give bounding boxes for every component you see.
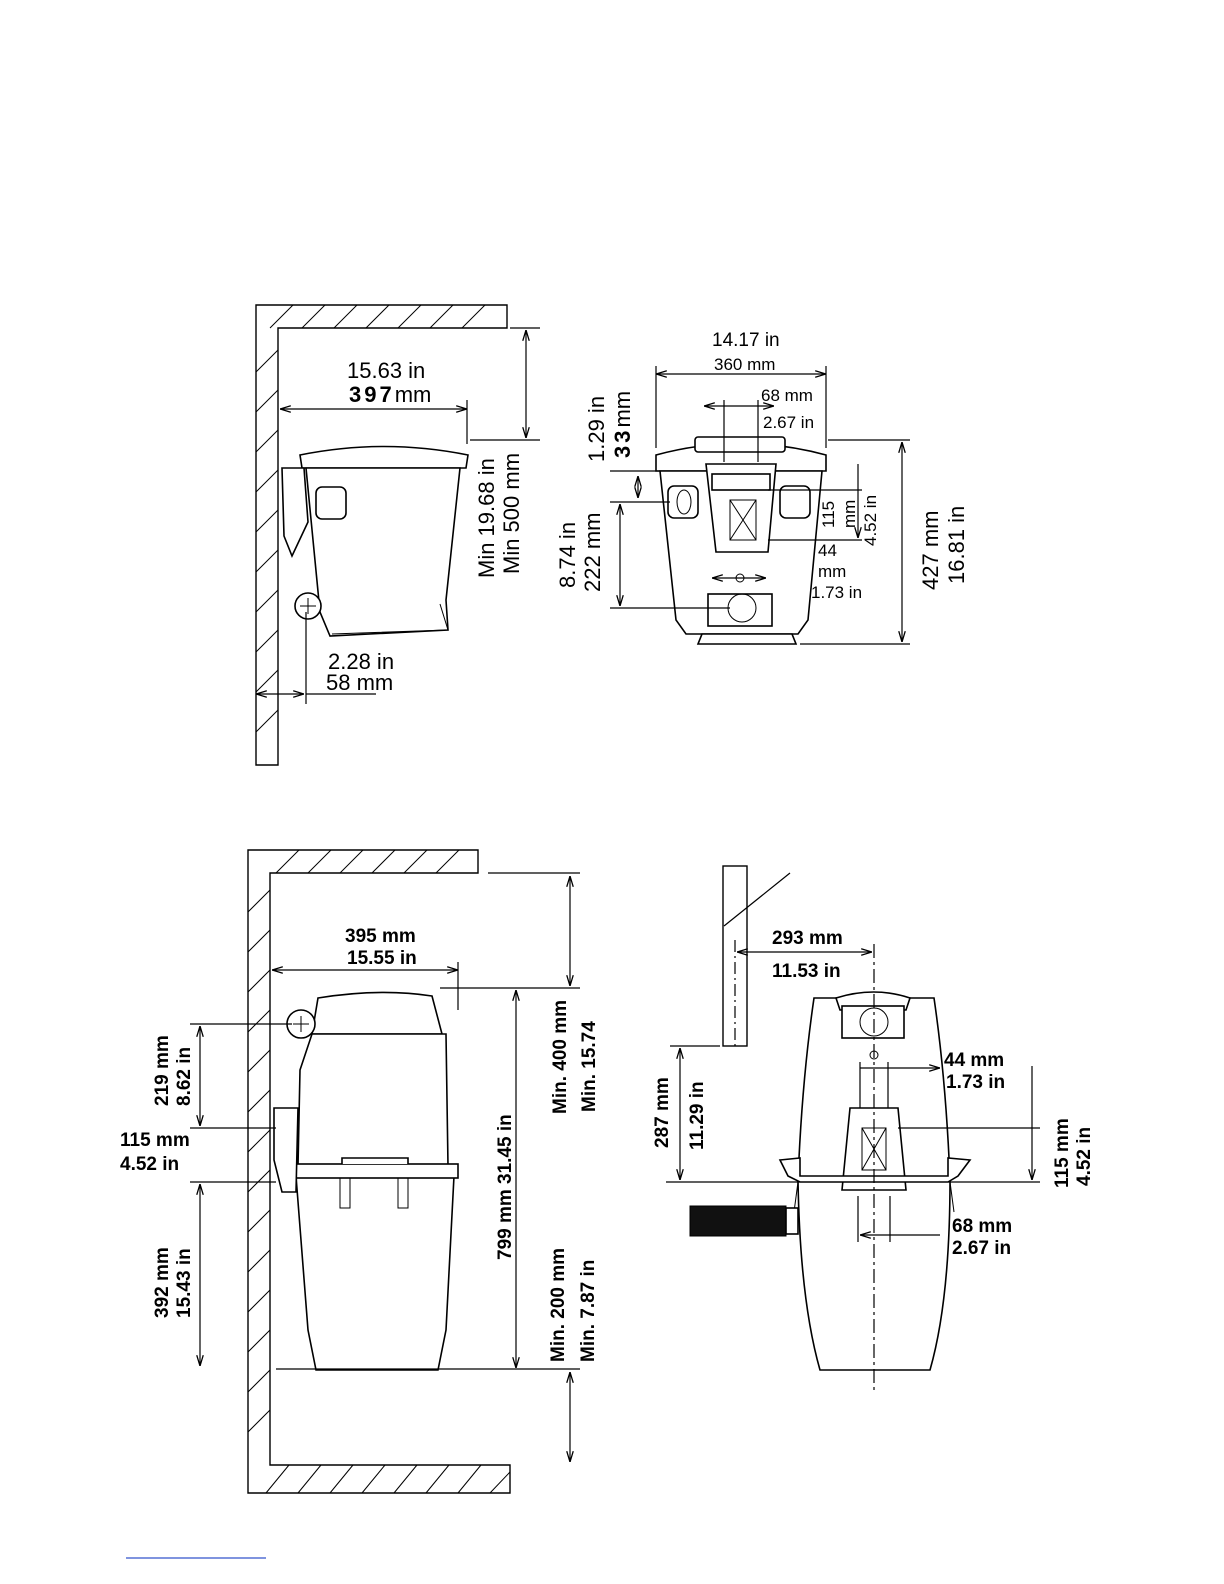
label-inlet-in: 8.62 in [174, 1047, 195, 1106]
label-drop-in: 11.29 in [687, 1081, 708, 1150]
label-outlet-mm-b: mm [818, 562, 846, 581]
label-height-in: 16.81 in [944, 506, 969, 584]
label-bracket-in: 4.52 in [861, 495, 880, 546]
label-min-top-mm: Min. 400 mm [550, 1000, 571, 1114]
label-width-mm: 395 mm [345, 926, 416, 947]
label-lower-mm: 392 mm [152, 1247, 173, 1318]
bottom-right-front-view: 293 mm 11.53 in 287 mm 11.29 in 44 mm 1.… [652, 865, 1095, 1390]
label-bracket-in: 4.52 in [120, 1154, 179, 1175]
svg-text:397mm: 397mm [349, 382, 431, 407]
label-outlet-mm-a: 44 [818, 541, 837, 560]
label-lower-in: 15.43 in [174, 1248, 195, 1318]
label-inlet-in: 2.67 in [952, 1238, 1011, 1259]
label-top-mm-num: 33 [610, 428, 635, 458]
label-drop-mm: 287 mm [652, 1077, 673, 1148]
label-bracket-in: 4.52 in [1074, 1127, 1095, 1186]
label-min-bottom-mm: Min. 200 mm [548, 1248, 569, 1362]
top-right-front-view: 14.17 in 360 mm 68 mm 2.67 in 1.29 in 33… [555, 330, 969, 645]
wall-hatching [255, 304, 486, 733]
label-width-mm-num: 397 [349, 382, 395, 407]
label-inlet-mm: 68 mm [761, 386, 813, 405]
label-width-mm-unit: mm [395, 382, 432, 407]
label-width-in: 15.63 in [347, 358, 425, 383]
label-bracket-mm-a: 115 [819, 501, 838, 528]
label-inlet-in: 2.67 in [763, 413, 814, 432]
label-width-in: 14.17 in [712, 330, 780, 351]
unit-tall-front-outline [689, 991, 972, 1371]
label-bracket-mm: 115 mm [120, 1130, 190, 1151]
label-top-in: 1.29 in [584, 396, 609, 462]
label-width-in: 15.55 in [347, 948, 417, 969]
label-offset-mm: 58 mm [326, 670, 393, 695]
unit-side-outline [281, 445, 469, 637]
wall-frame [247, 849, 511, 1494]
label-min-bottom-in: Min. 7.87 in [578, 1260, 599, 1362]
label-min-top-in: Min. 15.74 [579, 1021, 600, 1112]
label-outlet-mm: 44 mm [944, 1050, 1004, 1071]
svg-text:33mm: 33mm [610, 391, 635, 458]
label-wall-mm: 293 mm [772, 928, 843, 949]
wall-hatching [247, 849, 511, 1494]
unit-tall-outline [273, 991, 459, 1371]
label-mid-in: 8.74 in [555, 522, 580, 588]
label-bracket-mm: 115 mm [1052, 1118, 1073, 1188]
label-wall-in: 11.53 in [772, 961, 841, 982]
label-outlet-in: 1.73 in [811, 583, 862, 602]
wall-ceiling [255, 304, 508, 766]
label-height-mm: 427 mm [918, 511, 943, 590]
label-width-mm: 360 mm [714, 355, 775, 374]
unit-front-outline [655, 436, 827, 645]
label-top-mm-unit: mm [610, 391, 635, 428]
top-left-side-view: 15.63 in 397mm Min 19.68 in Min 500 mm 2… [255, 304, 540, 766]
label-height: 799 mm 31.45 in [495, 1114, 516, 1260]
bottom-left-side-view: 395 mm 15.55 in Min. 400 mm Min. 15.74 7… [120, 849, 600, 1494]
label-min-clear-mm: Min 500 mm [499, 453, 524, 574]
label-bracket-mm-b: mm [840, 500, 859, 528]
label-inlet-mm: 219 mm [152, 1035, 173, 1106]
label-offset-in: 2.28 in [328, 649, 394, 674]
label-min-clear-in: Min 19.68 in [474, 458, 499, 578]
label-inlet-mm: 68 mm [952, 1216, 1012, 1237]
label-mid-mm: 222 mm [580, 513, 605, 592]
label-outlet-in: 1.73 in [946, 1072, 1005, 1093]
hose-inlet [689, 1205, 787, 1237]
